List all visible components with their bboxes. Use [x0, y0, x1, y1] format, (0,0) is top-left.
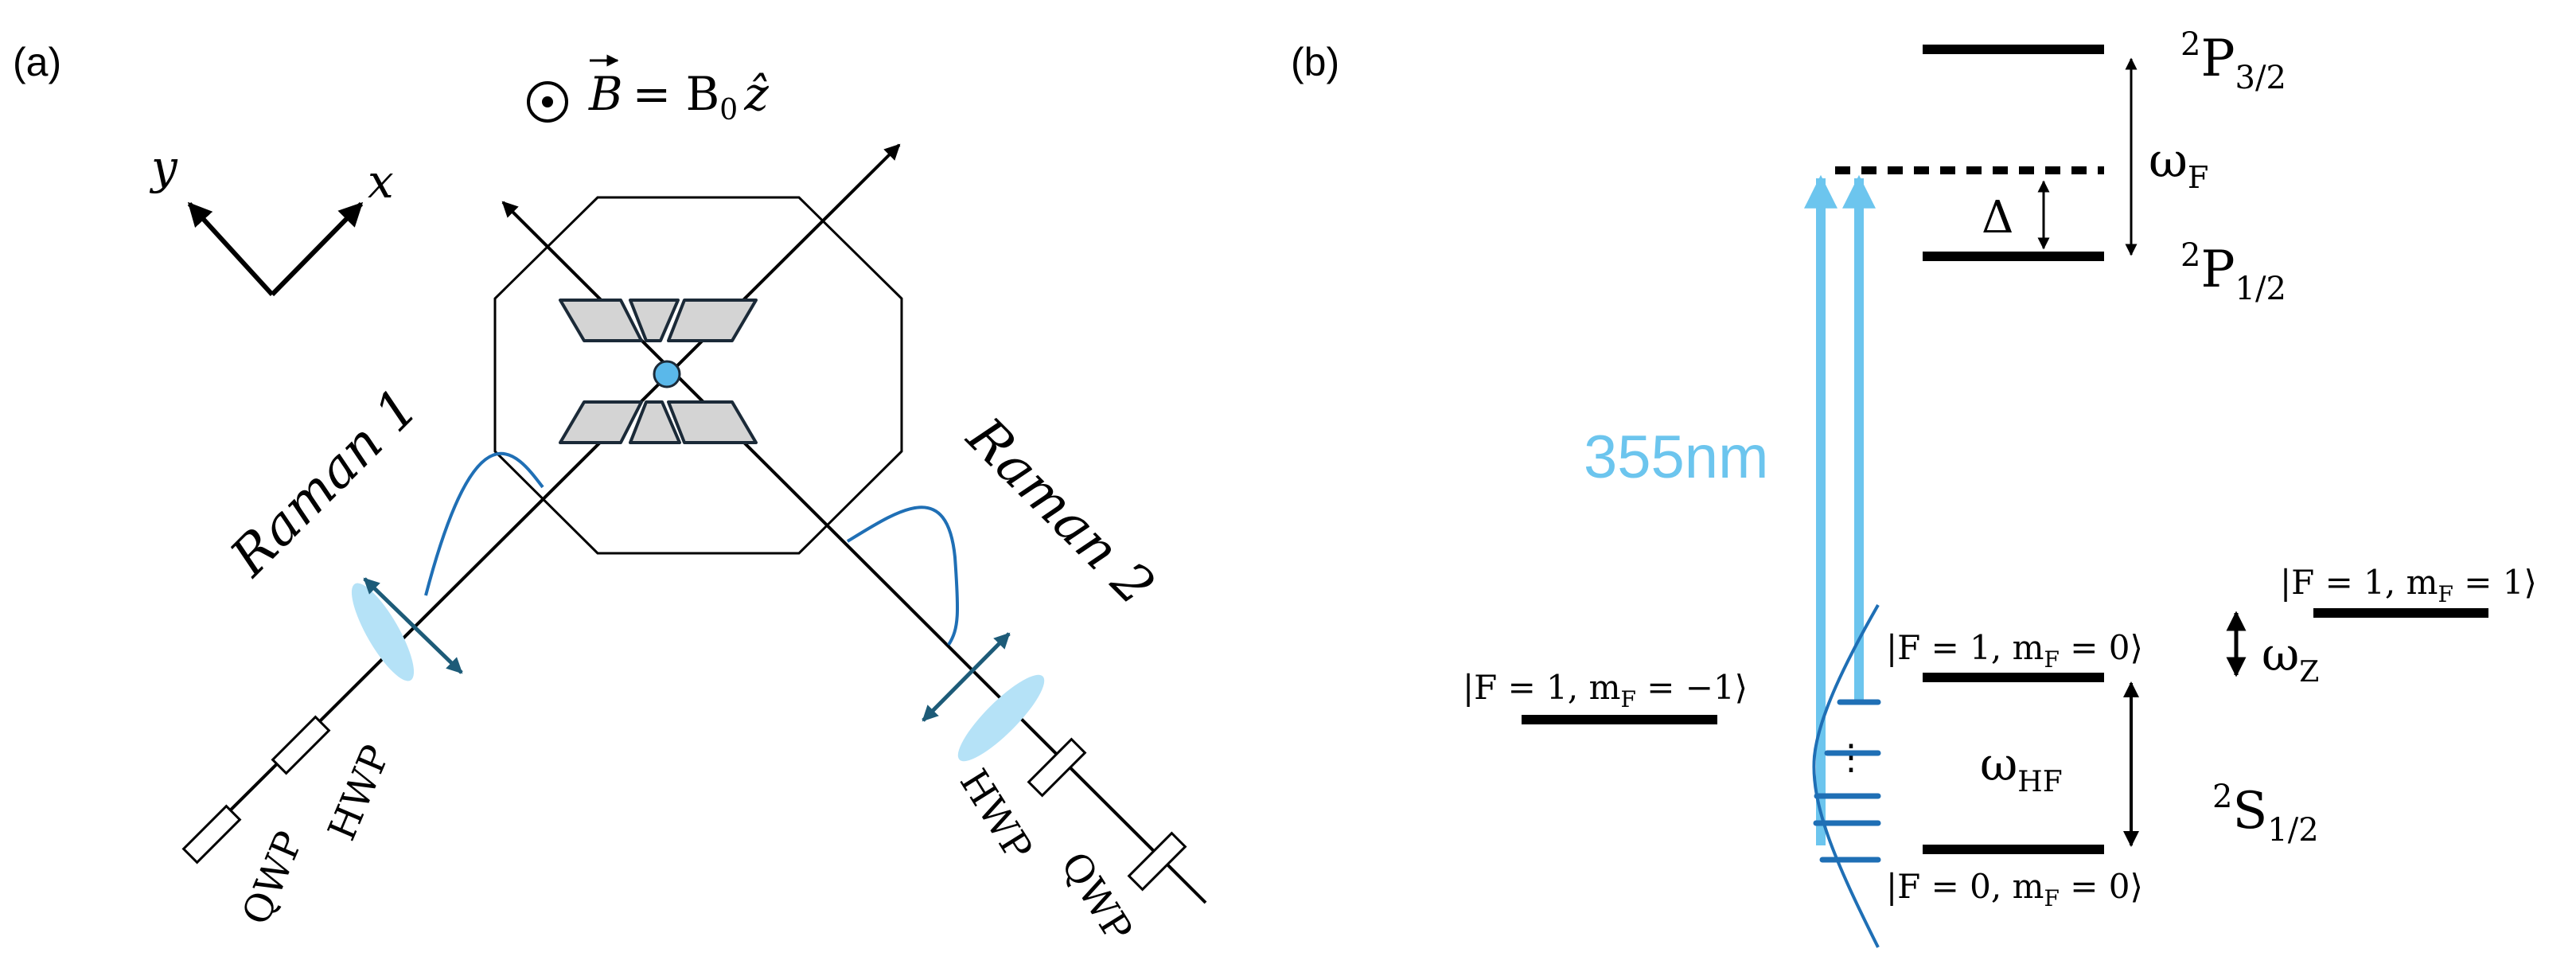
raman1-hwp-label: HWP — [319, 739, 399, 847]
p12-label: 2P1/2 — [2180, 237, 2286, 307]
raman2-label: Raman 2 — [955, 405, 1167, 617]
raman1-qwp — [181, 804, 242, 865]
p32-label: 2P3/2 — [2180, 26, 2286, 96]
s12-label: 2S1/2 — [2212, 779, 2319, 849]
state-f0-mf0: |F = 0, mF = 0⟩ — [1886, 867, 2143, 911]
wavelength-label: 355nm — [1584, 424, 1768, 491]
omega-f-label: ωF — [2149, 133, 2208, 195]
panel-b-label: (b) — [1291, 40, 1339, 84]
omega-hf-label: ωHF — [1980, 737, 2063, 798]
comb-envelope — [1812, 604, 1880, 948]
raman1-lens — [351, 583, 415, 681]
raman2-hwp — [1027, 737, 1087, 798]
vacuum-chamber-octagon — [493, 196, 903, 555]
comb-ellipsis: ⋮ — [1834, 737, 1869, 778]
axis-y-label: y — [149, 140, 178, 194]
axes-arrows — [187, 201, 364, 297]
delta-label: Δ — [1982, 192, 2013, 244]
axis-x-label: x — [368, 154, 394, 209]
raman2-pulse — [846, 505, 960, 646]
panel-a-label: (a) — [13, 40, 61, 84]
b-field-symbol — [527, 81, 568, 123]
omega-z-label: ωZ — [2262, 627, 2319, 689]
state-f1-mfm1: |F = 1, mF = −1⟩ — [1463, 668, 1748, 712]
state-f1-mf0: |F = 1, mF = 0⟩ — [1886, 628, 2143, 673]
raman1-hwp — [271, 715, 331, 775]
raman1-polarization-arrow — [363, 577, 463, 674]
raman1-pulse — [424, 451, 544, 596]
raman2-qwp-label: QWP — [1052, 845, 1141, 950]
raman2-qwp — [1127, 831, 1187, 892]
state-f1-mf1: |F = 1, mF = 1⟩ — [2280, 563, 2537, 607]
raman2-polarization-arrow — [922, 632, 1011, 722]
raman1-label: Raman 1 — [218, 377, 430, 588]
raman2-hwp-label: HWP — [951, 762, 1041, 868]
ion — [653, 360, 681, 388]
comb-teeth — [1813, 699, 1881, 863]
raman1-qwp-label: QWP — [233, 825, 312, 931]
trap-electrodes — [559, 299, 758, 444]
